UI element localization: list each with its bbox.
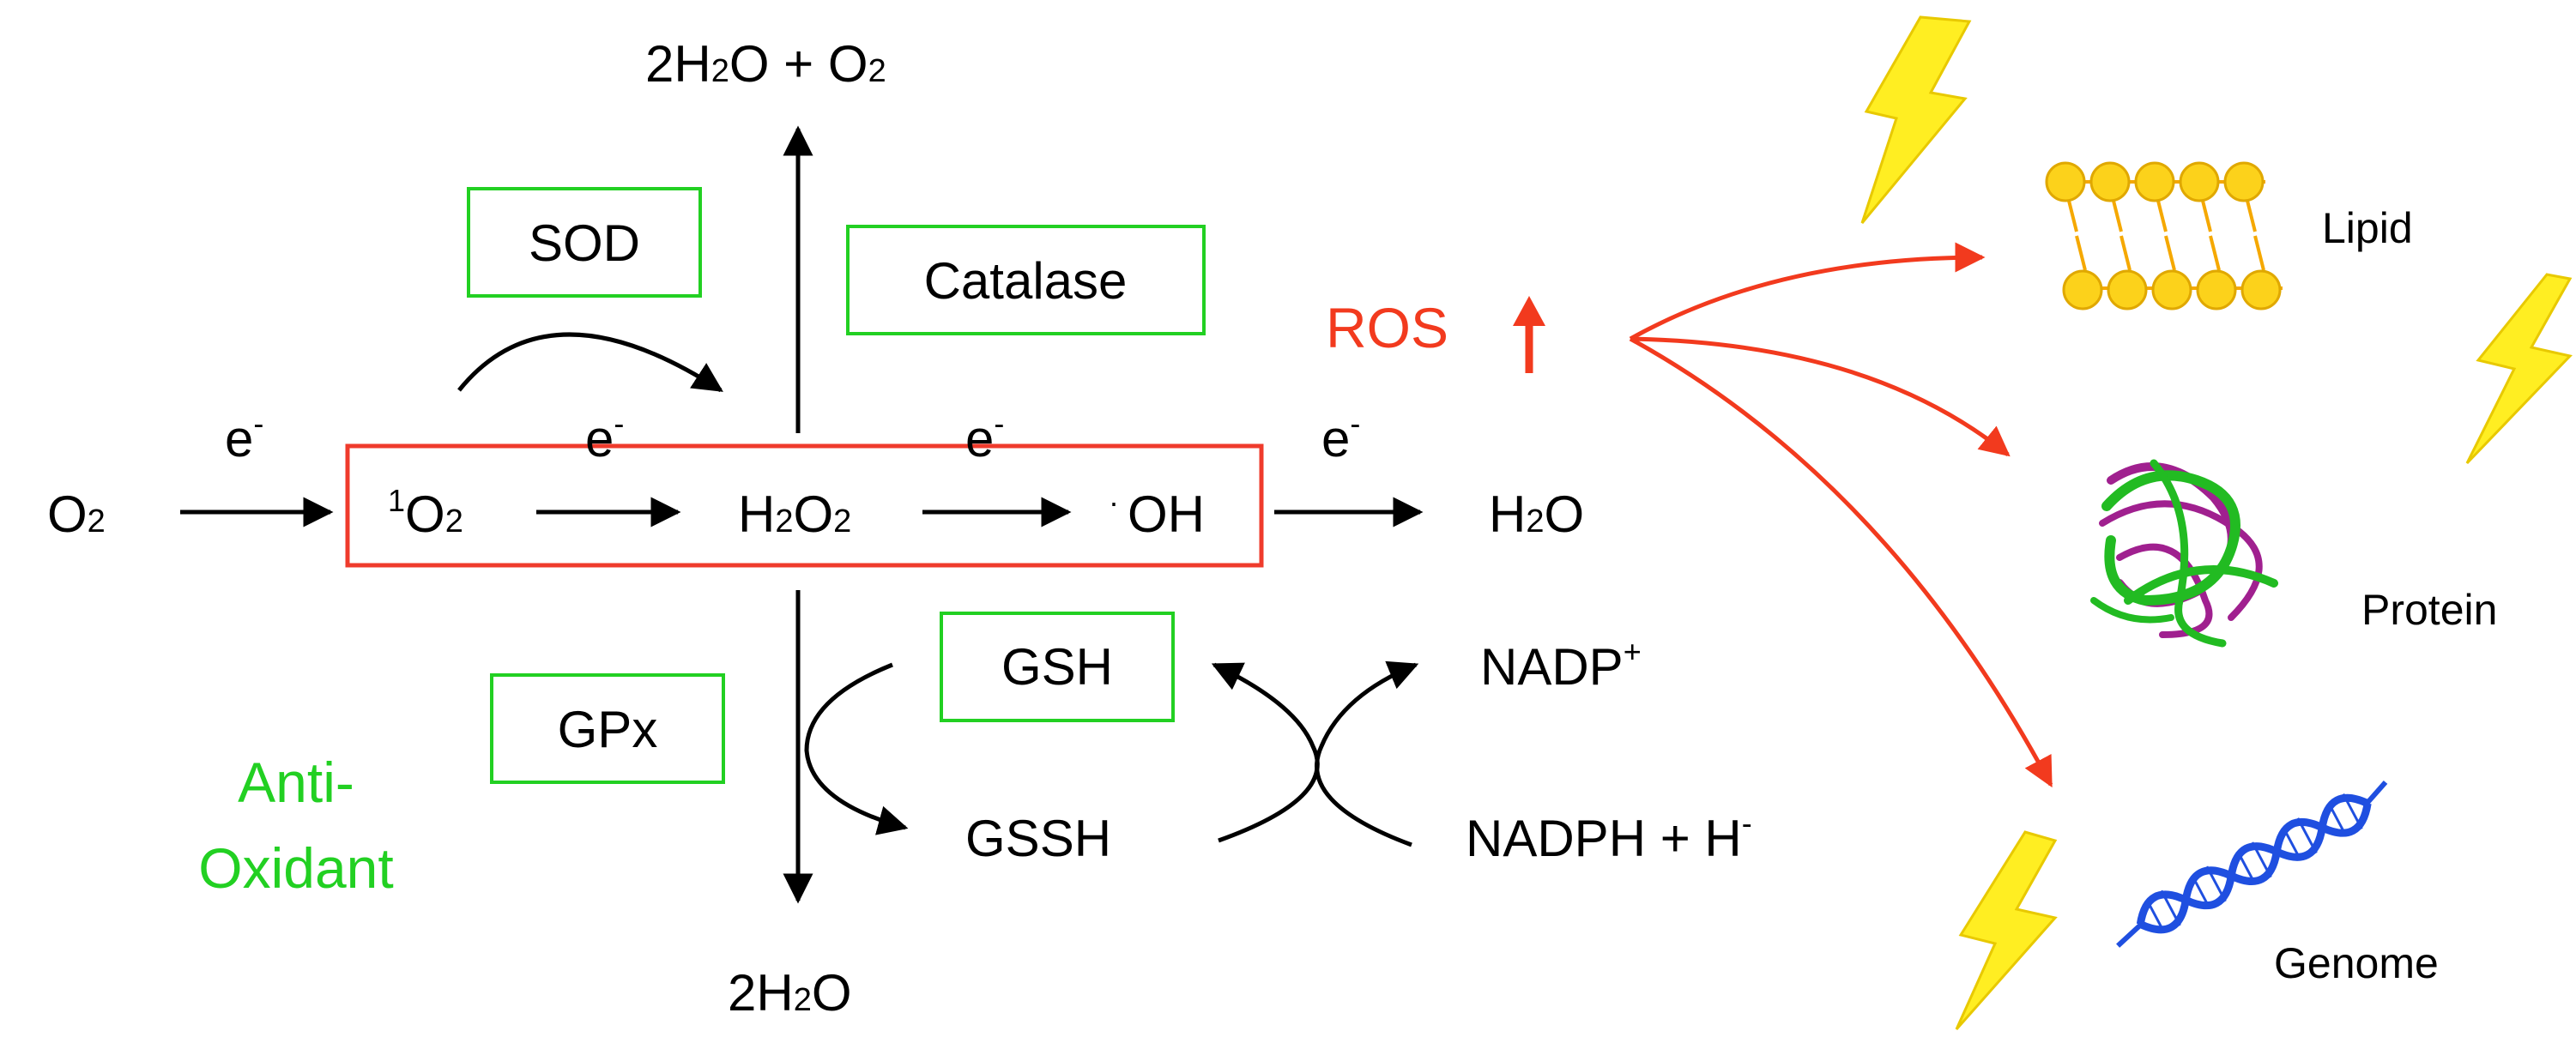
h2o2-label: H2O2 (738, 485, 851, 543)
gpx-label: GPx (558, 701, 658, 758)
dna-helix-icon (2116, 780, 2388, 948)
gsh-label: GSH (1001, 638, 1113, 696)
singlet-oxygen-label: 1O2 (388, 483, 463, 543)
sod-label: SOD (529, 214, 640, 272)
genome-label: Genome (2274, 939, 2439, 987)
gpx-box (490, 673, 725, 784)
water-oxygen-product-label: 2H2O + O2 (645, 35, 886, 93)
ros-to-protein-arrow (1630, 336, 2011, 457)
electron-label-1: e- (225, 406, 263, 467)
nadp-label: NADP+ (1480, 634, 1642, 696)
ros-to-genome-arrow (1629, 336, 2053, 788)
sod-reaction-arrow (457, 332, 723, 393)
ros-label: ROS (1326, 296, 1448, 359)
lightning-icon (1860, 15, 1972, 224)
lipid-label: Lipid (2322, 204, 2413, 252)
antioxidant-label-line1: Anti- (238, 751, 354, 814)
lightning-icon (2465, 273, 2573, 465)
o2-label: O2 (47, 485, 106, 543)
water-product-label: 2H2O (728, 964, 852, 1022)
h2o-label: H2O (1489, 485, 1584, 543)
protein-label: Protein (2361, 586, 2497, 634)
antioxidant-label-line2: Oxidant (198, 836, 393, 900)
protein-ribbon-icon (2090, 459, 2278, 648)
gsh-to-gssh-arrow (804, 662, 909, 835)
hydroxyl-radical-label: ·OH (1109, 485, 1205, 543)
nadph-label: NADPH + H- (1466, 805, 1752, 867)
lightning-icon (1955, 830, 2058, 1030)
gssh-to-gsh-arrow (1211, 662, 1320, 843)
ros-chain-box (345, 443, 1264, 568)
ros-to-lipid-arrow (1629, 242, 1986, 341)
electron-label-3: e- (965, 406, 1004, 467)
catalase-box (846, 225, 1206, 335)
sod-box (467, 187, 702, 298)
electron-label-4: e- (1321, 406, 1360, 467)
ros-increase-arrow-icon (1513, 296, 1545, 373)
electron-label-2: e- (585, 406, 624, 467)
gsh-box (940, 612, 1175, 722)
lipid-bilayer-icon (2045, 161, 2283, 310)
catalase-label: Catalase (924, 252, 1128, 310)
gssh-label: GSSH (965, 810, 1111, 867)
nadph-to-nadp-arrow (1315, 660, 1419, 847)
